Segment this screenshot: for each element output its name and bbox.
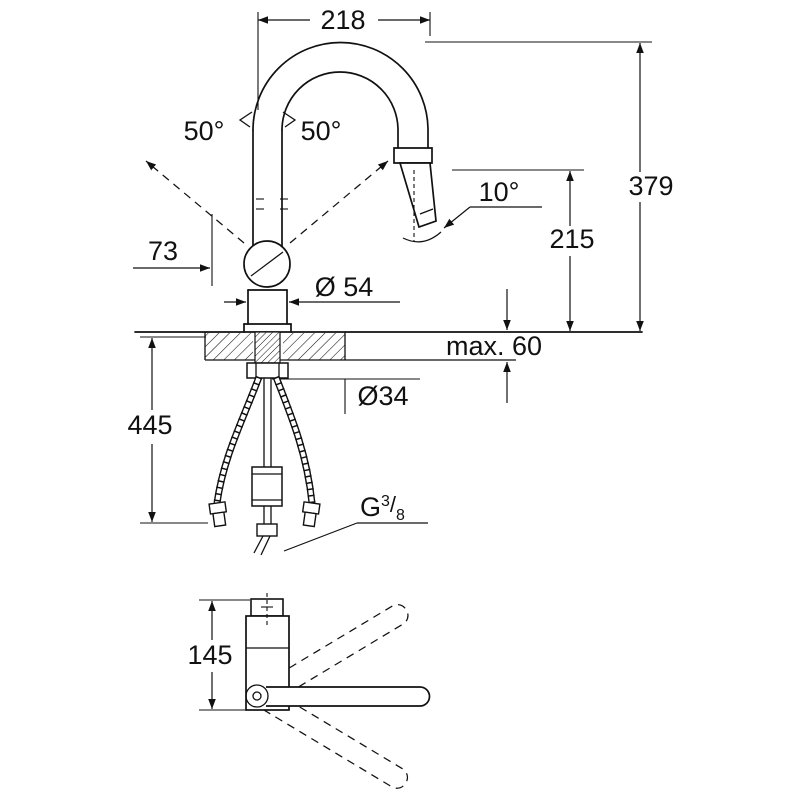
mounting-nut xyxy=(246,362,289,379)
dimension-handle-offset: 73 xyxy=(133,214,213,286)
thread-size-label: G3/8 xyxy=(360,492,405,524)
faucet-side-view xyxy=(245,593,431,789)
threaded-shank xyxy=(254,331,281,364)
handle-offset-label: 73 xyxy=(148,236,178,266)
spray-holder xyxy=(393,147,433,164)
spout-pivot xyxy=(245,684,269,708)
deck-thickness-label: max. 60 xyxy=(446,331,542,361)
thread-denominator: 8 xyxy=(396,507,405,524)
spout-outer-curve xyxy=(252,41,429,149)
mounting-hole-label: Ø34 xyxy=(357,381,408,411)
body-diameter-label: Ø 54 xyxy=(315,272,374,302)
spout-swivel-down-position xyxy=(259,690,409,789)
countertop-section xyxy=(134,331,643,361)
dimension-deck-thickness: max. 60 xyxy=(446,289,542,403)
handle-swivel-left-label: 50° xyxy=(184,116,225,146)
hose-length-label: 445 xyxy=(127,410,172,440)
dimension-mounting-hole: Ø34 xyxy=(272,378,420,414)
spout-swivel-up-position xyxy=(259,603,409,703)
dimension-base-height: 145 xyxy=(187,599,250,711)
dimension-thread-size: G3/8 xyxy=(283,492,428,552)
dimension-body-diameter: Ø 54 xyxy=(224,272,400,306)
outlet-height-label: 215 xyxy=(549,224,594,254)
dimension-hose-length: 445 xyxy=(127,336,208,524)
thread-slash: / xyxy=(390,492,397,517)
thread-g: G xyxy=(360,492,381,522)
supply-hose-right xyxy=(272,375,321,528)
dimension-outlet-height: 215 xyxy=(452,169,595,331)
thread-numerator: 3 xyxy=(381,493,390,510)
faucet-front-view xyxy=(243,41,437,333)
under-counter-assembly xyxy=(208,331,321,556)
dimension-spout-reach: 218 xyxy=(257,5,431,110)
spout-neutral-position xyxy=(266,686,431,707)
base-height-label: 145 xyxy=(187,640,232,670)
dimension-overall-height: 379 xyxy=(425,41,674,331)
spout-reach-label: 218 xyxy=(320,5,365,35)
supply-hose-left xyxy=(208,375,263,528)
handle-swivel-range: 50° 50° xyxy=(145,111,389,244)
overall-height-label: 379 xyxy=(628,171,673,201)
pullout-spray-head xyxy=(398,162,437,229)
handle-swivel-right-label: 50° xyxy=(301,116,342,146)
pullout-hose xyxy=(251,378,283,556)
spout-inner-curve xyxy=(281,71,399,149)
spray-angle-label: 10° xyxy=(479,177,520,207)
dimension-spray-angle: 10° xyxy=(402,170,542,243)
